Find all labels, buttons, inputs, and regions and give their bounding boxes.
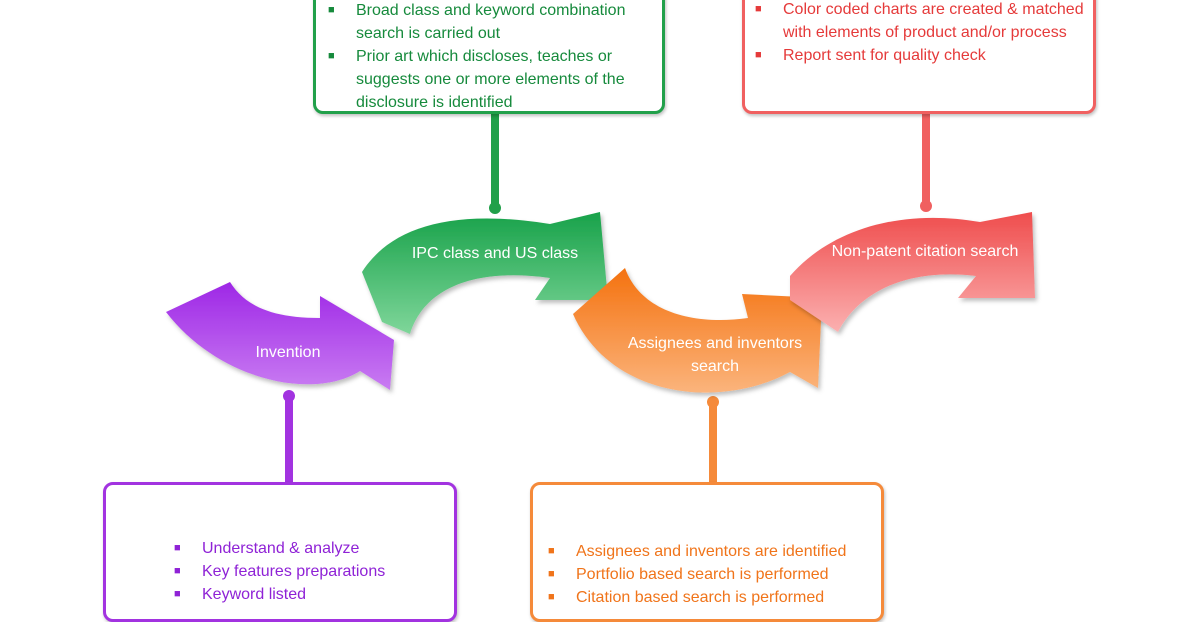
invention-arrow-shape: [166, 282, 394, 390]
bullet-icon: ■: [755, 49, 762, 61]
invention-details-list: ■Understand & analyze ■Key features prep…: [174, 537, 444, 606]
npl-arrow-shape: [790, 212, 1035, 332]
ipc-details-list: ■Broad class and keyword combination sea…: [328, 0, 648, 114]
diagram-canvas: Invention IPC class and US class Assigne…: [166, 112, 1035, 484]
connector-assignee: [709, 398, 717, 484]
connector-ipc: [491, 112, 499, 212]
invention-details-box: ■Understand & analyze ■Key features prep…: [103, 482, 457, 622]
connector-npl: [922, 112, 930, 210]
invention-label: Invention: [256, 344, 321, 361]
list-item: ■Key features preparations: [174, 560, 444, 583]
npl-details-list: databases ■Color coded charts are create…: [755, 0, 1085, 67]
bullet-icon: ■: [755, 3, 762, 15]
list-item: ■Report sent for quality check: [755, 44, 1085, 67]
bullet-icon: ■: [548, 568, 555, 580]
list-item: ■Portfolio based search is performed: [548, 563, 868, 586]
patent-search-process-diagram: Invention IPC class and US class Assigne…: [103, 0, 1096, 622]
assignee-details-box: ■Assignees and inventors are identified …: [530, 482, 884, 622]
ipc-arrow-shape: [362, 212, 608, 334]
assignee-label-line1: Assignees and inventors: [628, 335, 802, 352]
bullet-icon: ■: [328, 50, 335, 62]
bullet-icon: ■: [548, 545, 555, 557]
connector-npl-dot: [920, 200, 932, 212]
list-item: ■Prior art which discloses, teaches or s…: [328, 45, 648, 114]
npl-label: Non-patent citation search: [832, 243, 1019, 260]
bullet-icon: ■: [174, 588, 181, 600]
list-item: ■Color coded charts are created & matche…: [755, 0, 1085, 44]
list-item: ■ Citation based search is performed: [548, 586, 868, 609]
assignee-arrow-shape: [573, 268, 822, 393]
connector-invention-dot: [283, 390, 295, 402]
bullet-icon: ■: [174, 542, 181, 554]
list-item: ■Broad class and keyword combination sea…: [328, 0, 648, 45]
bullet-icon: ■: [328, 4, 335, 16]
connector-assignee-dot: [707, 396, 719, 408]
list-item: ■Keyword listed: [174, 583, 444, 606]
ipc-label: IPC class and US class: [412, 245, 578, 262]
npl-details-box: databases ■Color coded charts are create…: [742, 0, 1096, 114]
list-item: ■Assignees and inventors are identified: [548, 540, 868, 563]
ipc-details-box: ■Broad class and keyword combination sea…: [313, 0, 665, 114]
assignee-label-line2: search: [691, 358, 739, 375]
assignee-details-list: ■Assignees and inventors are identified …: [548, 540, 868, 609]
connector-invention: [285, 392, 293, 484]
connector-ipc-dot: [489, 202, 501, 214]
bullet-icon: ■: [548, 591, 555, 603]
bullet-icon: ■: [174, 565, 181, 577]
list-item: ■Understand & analyze: [174, 537, 444, 560]
